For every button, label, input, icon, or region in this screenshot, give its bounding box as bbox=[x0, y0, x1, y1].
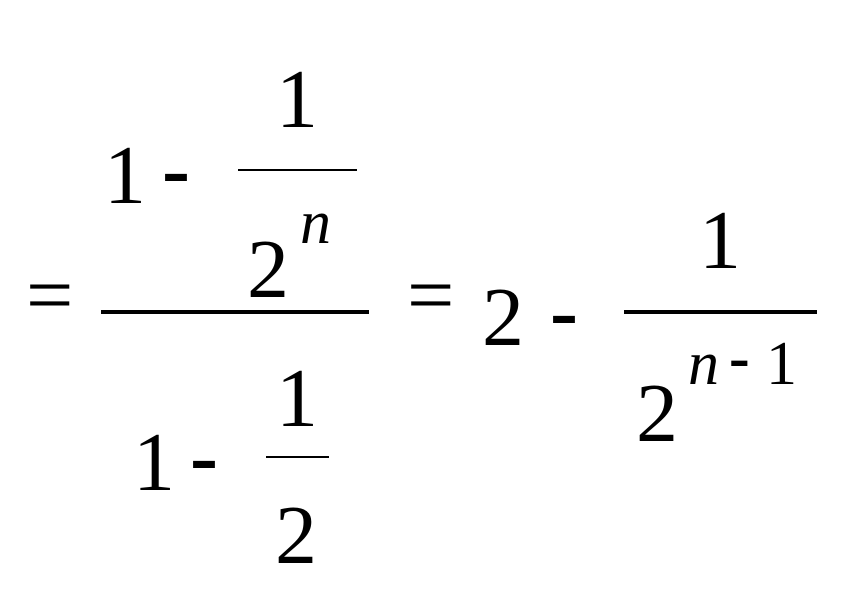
numerator-inner-denominator-base: 2 bbox=[247, 223, 289, 316]
lead-equals-sign: = bbox=[26, 249, 74, 342]
result-minus: - bbox=[550, 265, 578, 358]
result-exponent-variable: n bbox=[688, 330, 719, 398]
result-exponent-one: 1 bbox=[766, 330, 797, 398]
result-fraction-denominator-base: 2 bbox=[636, 367, 678, 460]
denominator-inner-numerator: 1 bbox=[276, 352, 318, 445]
denominator-one: 1 bbox=[133, 416, 175, 509]
result-exponent-minus: - bbox=[729, 324, 750, 392]
denominator-minus: - bbox=[190, 410, 218, 503]
numerator-minus: - bbox=[162, 123, 190, 216]
result-two: 2 bbox=[482, 271, 524, 364]
numerator-inner-denominator-exponent: n bbox=[300, 189, 331, 257]
numerator-inner-fraction-bar bbox=[238, 169, 357, 171]
result-fraction-bar bbox=[624, 310, 817, 314]
main-fraction-bar bbox=[101, 310, 369, 314]
result-fraction-numerator: 1 bbox=[699, 194, 741, 287]
second-equals-sign: = bbox=[407, 249, 455, 342]
numerator-inner-numerator: 1 bbox=[276, 53, 318, 146]
denominator-inner-fraction-bar bbox=[266, 456, 329, 458]
denominator-inner-denominator: 2 bbox=[275, 489, 317, 582]
numerator-one: 1 bbox=[104, 129, 146, 222]
